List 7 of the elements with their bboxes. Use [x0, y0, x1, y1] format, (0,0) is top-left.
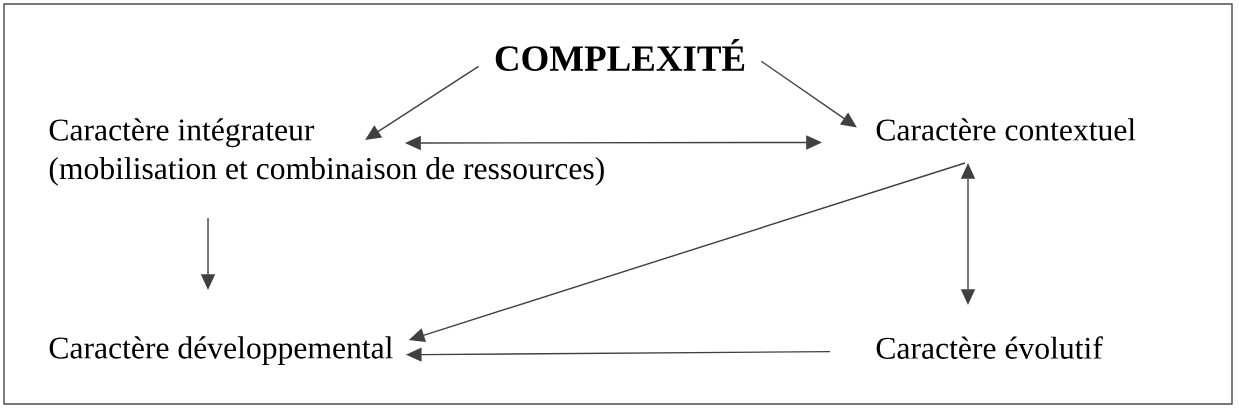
concept-label: Caractère développemental	[49, 336, 393, 366]
concept-label: Caractère contextuel	[876, 118, 1136, 141]
concept-label: Caractère intégrateur (mobilisation et combinaison de ressources)	[49, 118, 604, 186]
arrow	[760, 60, 857, 128]
arrow	[365, 65, 480, 140]
concept-label: Caractère évolutif	[876, 336, 1103, 359]
title-text: COMPLEXITÉ	[495, 39, 745, 71]
